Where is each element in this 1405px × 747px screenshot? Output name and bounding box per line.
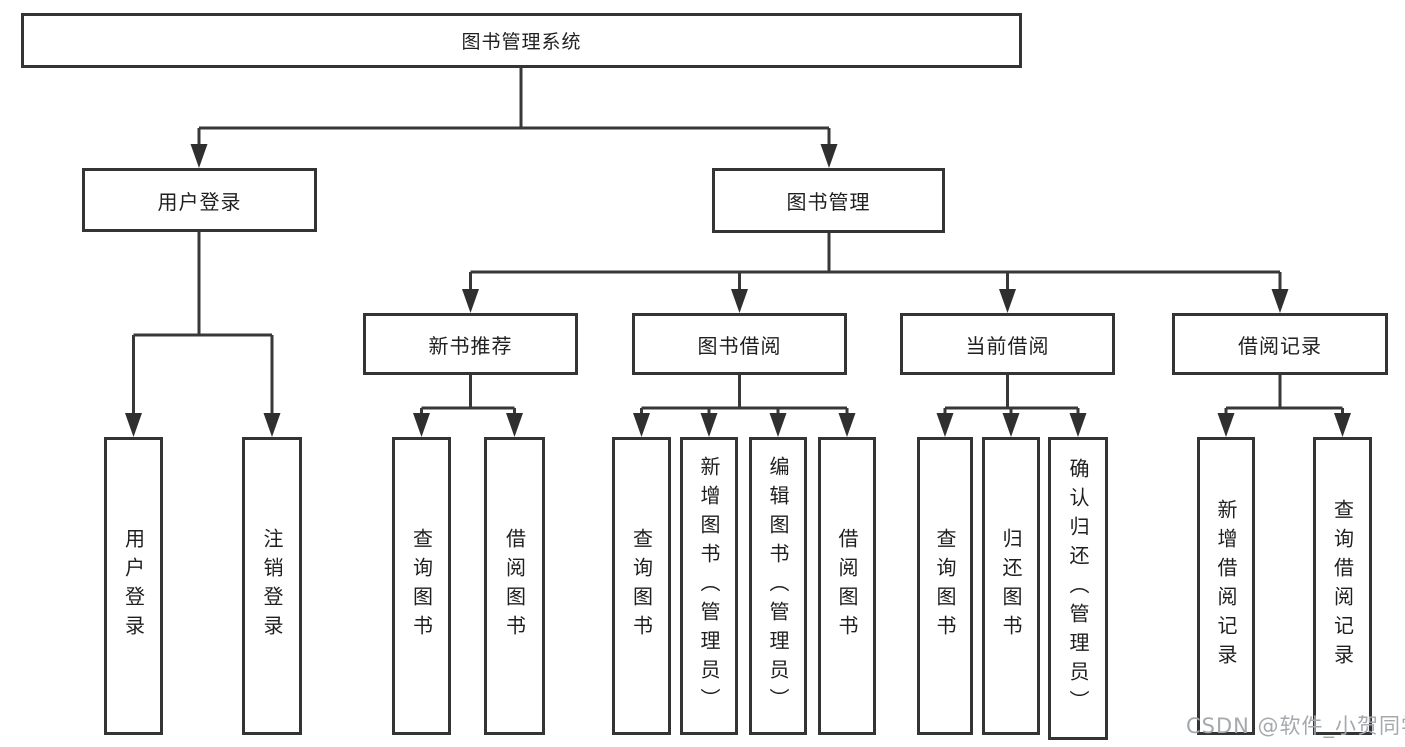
leaf-query-books-1: 查询图书 [392,437,451,735]
leaf-query-books-2: 查询图书 [612,437,671,735]
node-borrow-records: 借阅记录 [1172,313,1388,375]
leaf-confirm-return-admin: 确认归还（管理员） [1048,437,1108,740]
arrowhead [1002,413,1020,437]
arrowhead [700,413,718,437]
arrowhead [769,413,787,437]
node-new-book-recommend: 新书推荐 [363,313,578,375]
watermark: CSDN @软件_小贺同学 [1186,714,1405,738]
leaf-query-borrow-record: 查询借阅记录 [1313,437,1372,735]
leaf-add-borrow-record-label: 新增借阅记录 [1214,499,1238,673]
leaf-borrow-books-1-label: 借阅图书 [502,528,527,644]
node-book-management-label: 图书管理 [786,190,871,214]
arrowhead [936,413,954,437]
node-root: 图书管理系统 [21,13,1022,68]
leaf-query-borrow-record-label: 查询借阅记录 [1330,499,1355,673]
node-current-borrow-label: 当前借阅 [965,333,1050,358]
leaf-logout-label: 注销登录 [260,528,284,644]
arrowhead [731,289,748,313]
arrowhead [413,413,430,437]
leaf-edit-book-admin: 编辑图书（管理员） [749,437,807,735]
leaf-confirm-return-admin-label: 确认归还（管理员） [1066,458,1090,719]
arrowhead [1271,289,1289,313]
node-book-borrow: 图书借阅 [632,313,847,375]
connector-user-login-to-leaves [125,232,281,437]
node-root-label: 图书管理系统 [461,31,582,53]
arrowhead [263,413,281,437]
leaf-return-book: 归还图书 [982,437,1040,735]
arrowhead [1217,413,1235,437]
arrowhead [838,413,856,437]
connector-book-management-to-level3 [462,233,1289,313]
leaf-query-books-1-label: 查询图书 [409,528,434,644]
connector-new-book-recommend-to-leaves [413,375,523,437]
arrowhead [462,289,479,313]
arrowhead [820,144,838,168]
leaf-add-borrow-record: 新增借阅记录 [1197,437,1255,735]
leaf-borrow-books-1: 借阅图书 [484,437,545,735]
leaf-edit-book-admin-label: 编辑图书（管理员） [766,455,790,717]
connector-root-to-level2 [190,68,838,168]
leaf-logout: 注销登录 [242,437,302,735]
node-book-management: 图书管理 [712,168,945,233]
arrowhead [506,413,523,437]
leaf-user-login: 用户登录 [104,437,163,735]
connector-book-borrow-to-leaves [633,375,856,437]
leaf-add-book-admin: 新增图书（管理员） [680,437,738,735]
leaf-query-books-2-label: 查询图书 [629,528,654,644]
leaf-borrow-books-2: 借阅图书 [818,437,876,735]
leaf-borrow-books-2-label: 借阅图书 [835,528,859,644]
leaf-user-login-label: 用户登录 [121,528,146,644]
leaf-add-book-admin-label: 新增图书（管理员） [697,455,721,717]
leaf-query-books-3: 查询图书 [917,437,973,735]
leaf-query-books-3-label: 查询图书 [933,528,957,644]
arrowhead [633,413,650,437]
arrowhead [1069,413,1087,437]
node-user-login: 用户登录 [82,168,317,232]
arrowhead [190,144,208,168]
connector-borrow-records-to-leaves [1217,375,1351,437]
leaf-return-book-label: 归还图书 [999,528,1023,644]
node-book-borrow-label: 图书借阅 [697,333,782,358]
arrowhead [999,289,1016,313]
connector-current-borrow-to-leaves [936,375,1087,437]
arrowhead [1334,413,1351,437]
node-new-book-recommend-label: 新书推荐 [428,333,513,358]
node-current-borrow: 当前借阅 [900,313,1115,375]
node-borrow-records-label: 借阅记录 [1238,333,1322,358]
node-user-login-label: 用户登录 [157,189,242,214]
arrowhead [125,413,142,437]
